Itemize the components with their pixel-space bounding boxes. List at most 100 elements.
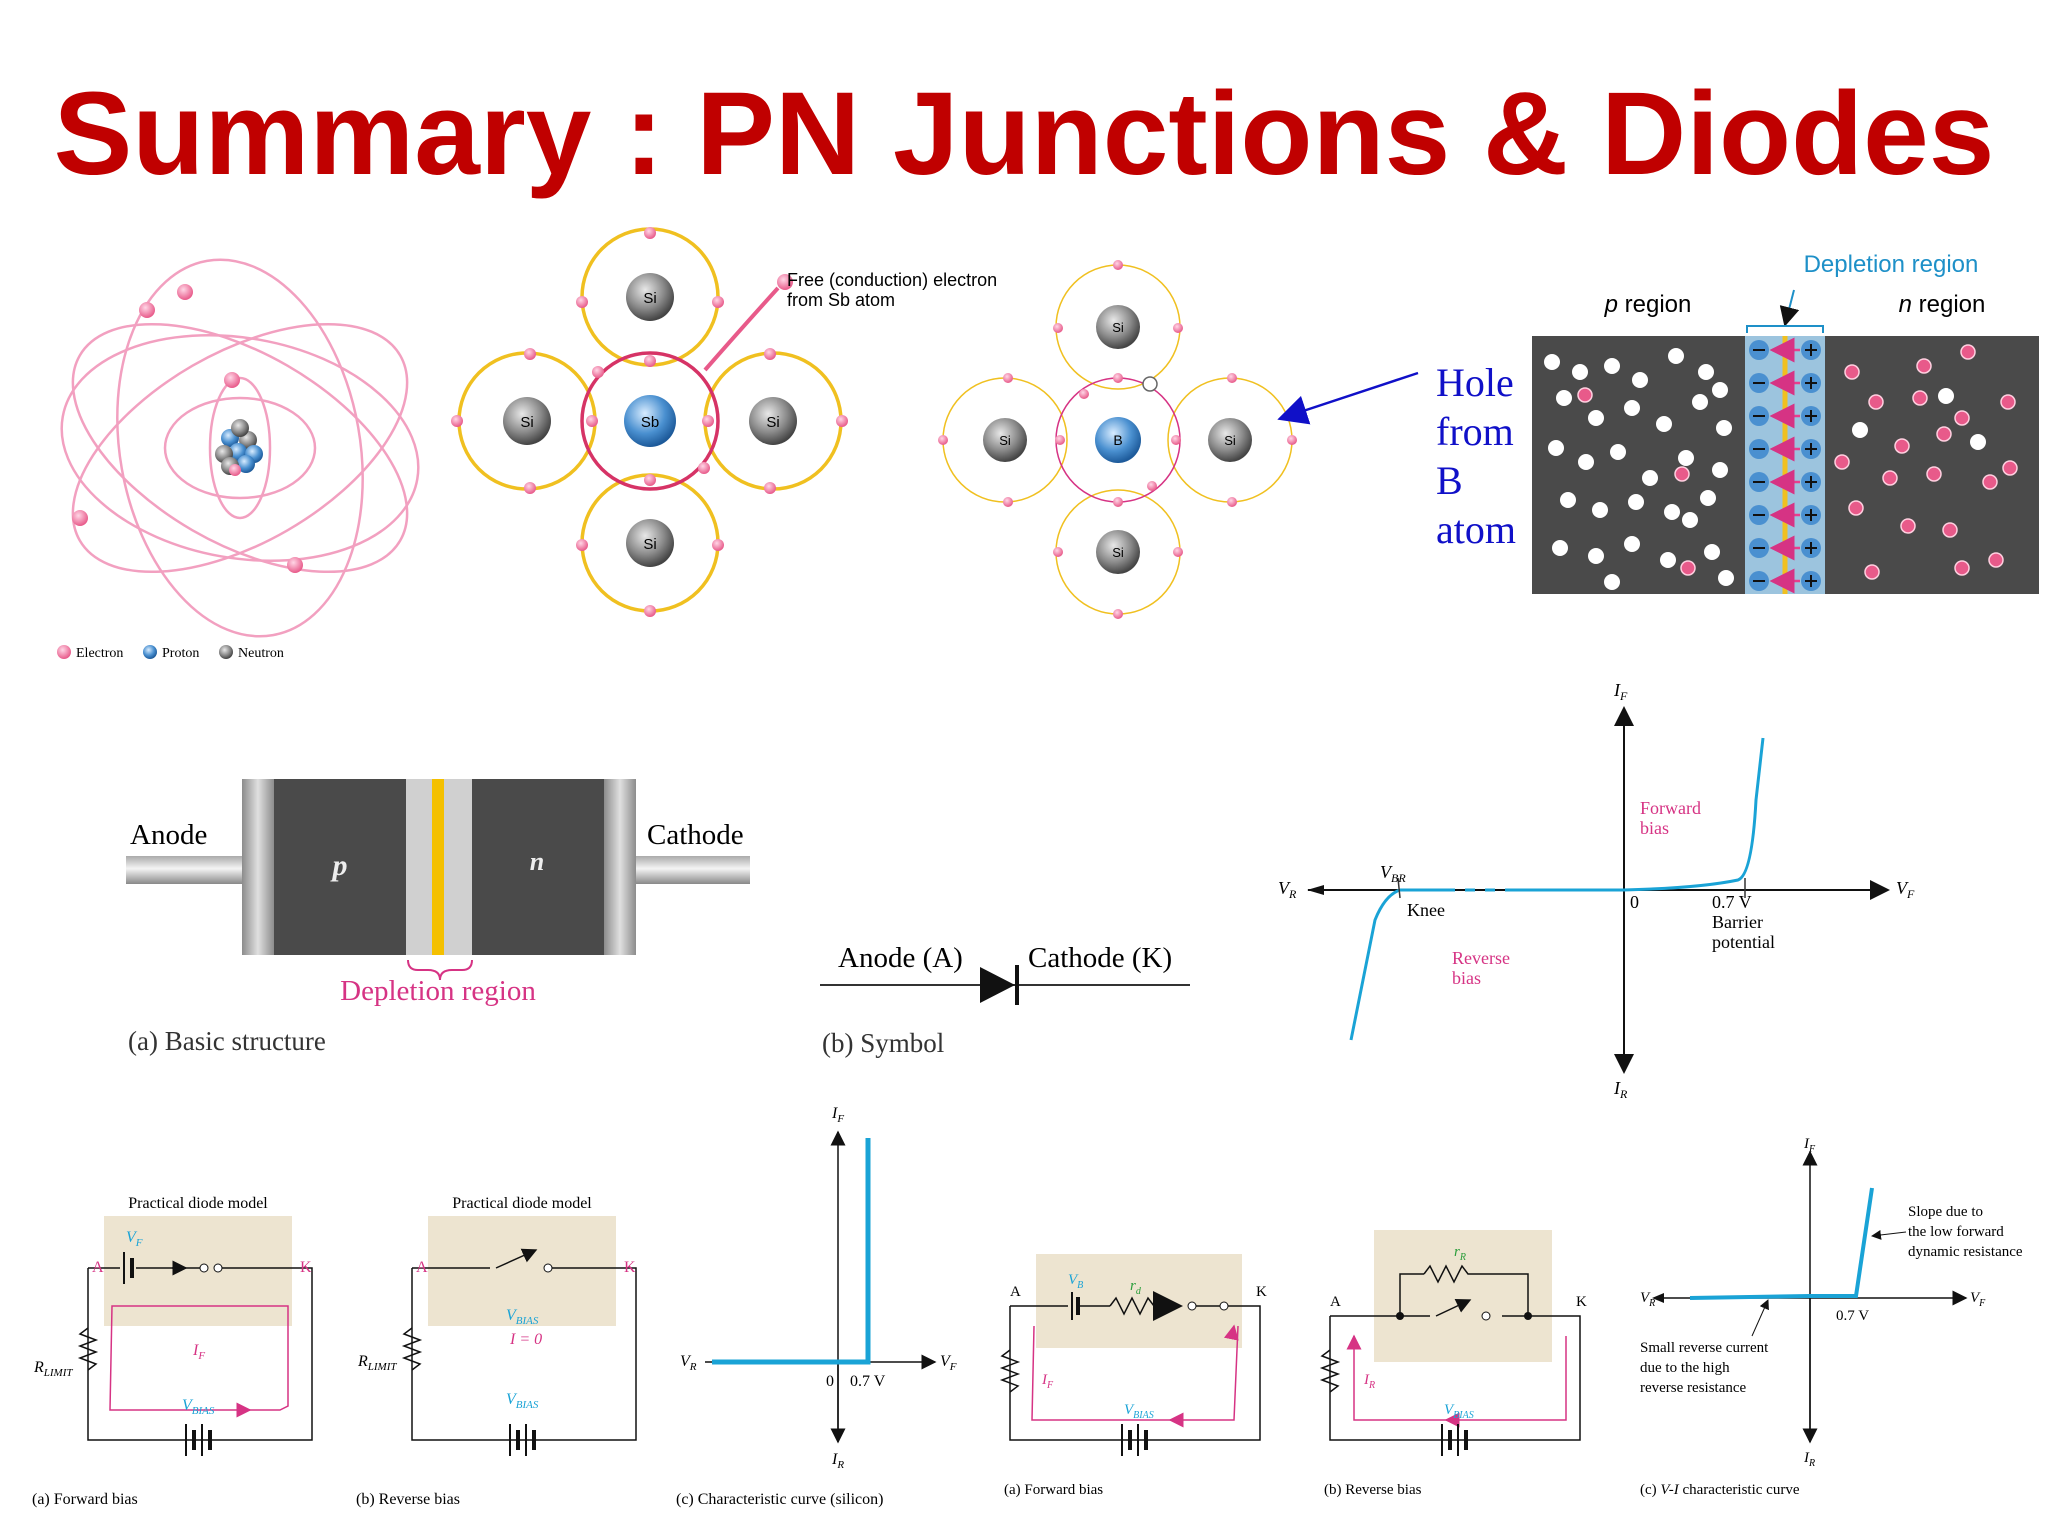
electron-carrier	[1960, 344, 1976, 360]
cr-caption: (b) Reverse bias	[1324, 1482, 1422, 1498]
nucleus	[215, 419, 263, 475]
vi-ir: IR	[1613, 1078, 1628, 1101]
hole-carrier	[1592, 502, 1608, 518]
electron-carrier	[1942, 522, 1958, 538]
electron-carrier	[1674, 466, 1690, 482]
pr-title: Practical diode model	[452, 1195, 592, 1212]
cf-k: K	[1256, 1284, 1267, 1300]
electron-carrier	[1900, 518, 1916, 534]
electron-carrier	[1834, 454, 1850, 470]
electron-carrier	[1954, 560, 1970, 576]
legend-proton: Proton	[162, 646, 199, 661]
electron-carrier	[1577, 387, 1593, 403]
vi-barrier-2: potential	[1712, 932, 1775, 952]
cr-k: K	[1576, 1294, 1587, 1310]
cv-slope-3: dynamic resistance	[1908, 1244, 2023, 1260]
hole-carrier	[1556, 390, 1572, 406]
electron-carrier	[1848, 500, 1864, 516]
vi-knee: Knee	[1407, 900, 1445, 920]
sb-neighbor-right: Si	[766, 414, 779, 431]
symbol-caption: (b) Symbol	[822, 1028, 944, 1058]
pf-k: K	[300, 1259, 312, 1276]
hole-carrier	[1660, 552, 1676, 568]
cf-rd: rd	[1130, 1278, 1142, 1297]
b-neighbor-left: Si	[999, 433, 1011, 448]
hole-carrier	[1712, 382, 1728, 398]
svg-text:B: B	[1436, 458, 1463, 503]
hole-carrier	[1624, 400, 1640, 416]
hole-carrier	[1628, 494, 1644, 510]
b-center: B	[1113, 432, 1122, 448]
cs-caption: (c) Characteristic curve (silicon)	[676, 1491, 883, 1508]
pr-vbias-source: VBIAS	[506, 1391, 539, 1411]
hole-carrier	[1656, 416, 1672, 432]
b-neighbor-bottom: Si	[1112, 545, 1124, 560]
slab-depletion-label: Depletion region	[1804, 251, 1979, 278]
hole-carrier	[1938, 388, 1954, 404]
complete-vi: IF IR VR VF 0.7 V Slope due to the low f…	[1640, 1136, 2023, 1498]
diode-symbol: Anode (A) Cathode (K) (b) Symbol	[820, 942, 1190, 1058]
cf-vbias: VBIAS	[1124, 1402, 1154, 1421]
pf-a: A	[92, 1259, 104, 1276]
cv-vf: VF	[1970, 1290, 1986, 1309]
sb-neighbor-left: Si	[520, 414, 533, 431]
electron-carrier	[1864, 564, 1880, 580]
hole-carrier	[1642, 470, 1658, 486]
electron-carrier	[1894, 438, 1910, 454]
practical-forward: Practical diode model A K VF IF RLIMIT V…	[32, 1195, 313, 1508]
vi-if: IF	[1613, 680, 1628, 703]
hole-carrier	[1604, 358, 1620, 374]
proton-icon	[143, 645, 157, 659]
pn-slab: Depletion region p region n region	[1532, 251, 2039, 594]
cs-ir: IR	[831, 1451, 844, 1471]
cr-a: A	[1330, 1294, 1341, 1310]
char-silicon: IF IR VR VF 0 0.7 V (c) Characteristic c…	[676, 1105, 957, 1508]
free-electron-label-1: Free (conduction) electron	[787, 270, 997, 290]
electron-carrier	[1916, 358, 1932, 374]
b-neighbor-right: Si	[1224, 433, 1236, 448]
symbol-anode: Anode (A)	[838, 942, 963, 974]
electron-carrier	[1844, 364, 1860, 380]
hole-carrier	[1632, 372, 1648, 388]
cs-vr: VR	[680, 1353, 697, 1373]
vi-forward-1: Forward	[1640, 798, 1701, 818]
hole-carrier	[1692, 394, 1708, 410]
electron-carrier	[1868, 394, 1884, 410]
electron-icon	[57, 645, 71, 659]
hole-carrier	[1664, 504, 1680, 520]
cv-slope-1: Slope due to	[1908, 1204, 1983, 1220]
pr-caption: (b) Reverse bias	[356, 1491, 460, 1508]
cr-ir: IR	[1363, 1372, 1375, 1391]
b-electrons	[938, 260, 1297, 619]
vi-vf: VF	[1896, 878, 1915, 901]
cf-a: A	[1010, 1284, 1021, 1300]
pf-vbias: VBIAS	[182, 1397, 215, 1417]
pr-rlimit: RLIMIT	[357, 1353, 397, 1373]
electron-carrier	[1680, 560, 1696, 576]
hole-carrier	[1578, 454, 1594, 470]
hole-carrier	[1588, 410, 1604, 426]
hole-carrier	[1572, 364, 1588, 380]
hole-carrier	[1970, 434, 1986, 450]
slab-p-label: p region	[1604, 291, 1692, 318]
hole-carrier	[1716, 420, 1732, 436]
pf-title: Practical diode model	[128, 1195, 268, 1212]
vi-reverse-2: bias	[1452, 968, 1481, 988]
electron-carrier	[2000, 394, 2016, 410]
cf-vb: VB	[1068, 1272, 1083, 1291]
hole-carrier	[1704, 544, 1720, 560]
cv-07v: 0.7 V	[1836, 1308, 1869, 1324]
hole-carrier	[1560, 492, 1576, 508]
atom-legend: Electron Proton Neutron	[57, 645, 284, 661]
pr-a: A	[416, 1259, 428, 1276]
svg-text:atom: atom	[1436, 507, 1516, 552]
legend-electron: Electron	[76, 646, 123, 661]
neutron-icon	[219, 645, 233, 659]
hole-carrier	[1678, 450, 1694, 466]
cs-zero: 0	[826, 1373, 834, 1390]
hole-carrier	[1544, 354, 1560, 370]
pr-izero: I = 0	[509, 1331, 542, 1348]
hole-carrier	[1548, 440, 1564, 456]
cv-vr: VR	[1640, 1290, 1655, 1309]
